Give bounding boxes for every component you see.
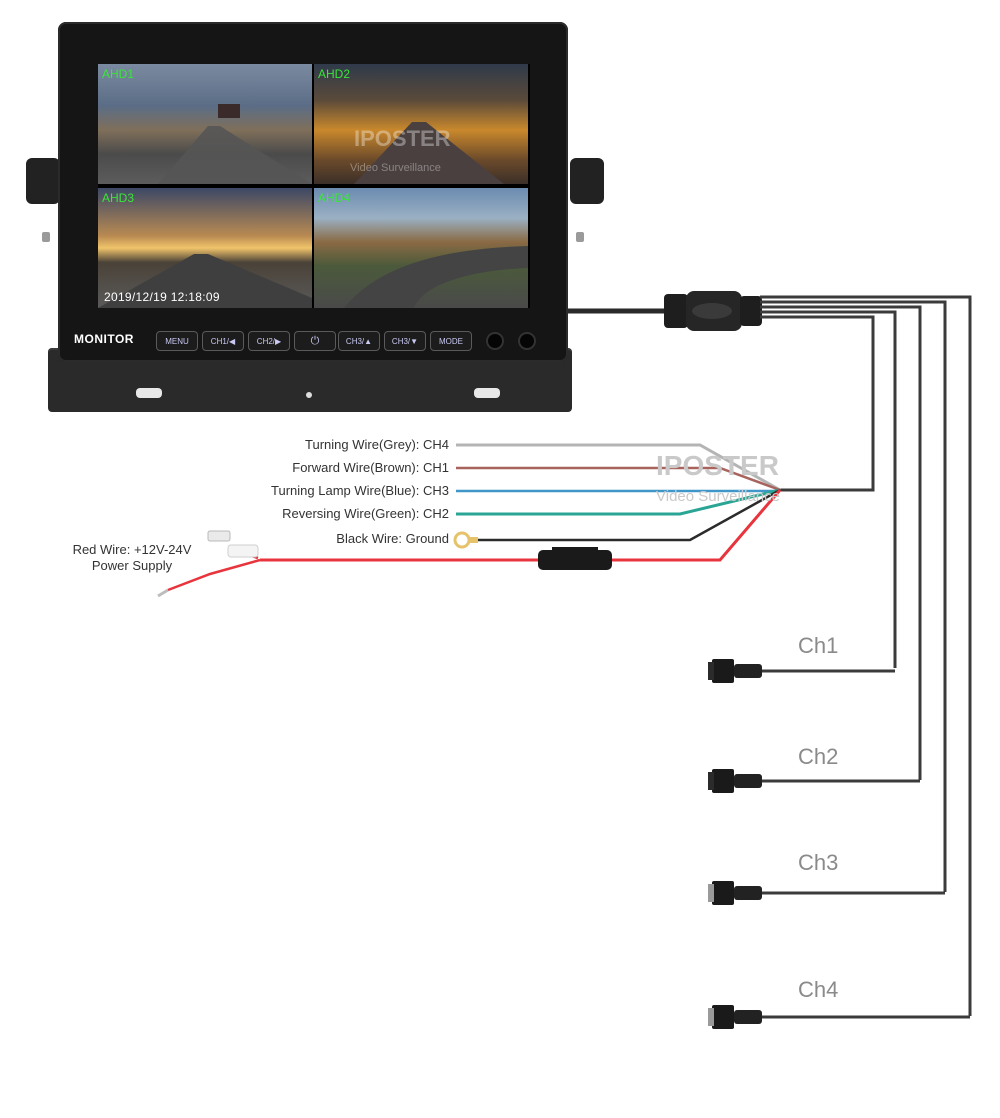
ch3-down-button[interactable]: CH3/▼ <box>384 331 426 351</box>
channel-label-ch2: Ch2 <box>798 744 839 769</box>
camera-connector-icon <box>708 769 762 793</box>
panel-label: AHD3 <box>102 191 135 205</box>
camera-connector-icon <box>708 881 762 905</box>
watermark-tagline: Video Surveillance <box>656 488 780 505</box>
power-terminal-icon <box>157 530 259 598</box>
mount-knob-left <box>26 158 60 204</box>
wire-black <box>476 488 781 542</box>
panel-label: AHD2 <box>318 67 351 81</box>
panel-label: AHD1 <box>102 67 135 81</box>
channel-label-ch4: Ch4 <box>798 977 839 1002</box>
wire-label-brown: Forward Wire(Brown): CH1 <box>292 460 449 475</box>
power-label: Red Wire: +12V-24V Power Supply <box>62 542 202 574</box>
wire-brown <box>456 466 781 492</box>
screw-icon <box>42 232 50 242</box>
ch1-left-button[interactable]: CH1/◀ <box>202 331 244 351</box>
wire-grey <box>456 443 781 492</box>
mode-button[interactable]: MODE <box>430 331 472 351</box>
watermark-tagline: Video Surveillance <box>350 162 441 174</box>
camera-view-3: AHD3 2019/12/19 12:18:09 <box>98 188 312 308</box>
camera-connector-icon <box>708 1005 762 1029</box>
wire-green <box>456 488 781 516</box>
menu-button[interactable]: MENU <box>156 331 198 351</box>
ch2-right-button[interactable]: CH2/▶ <box>248 331 290 351</box>
monitor-button-bar: MONITOR MENU CH1/◀ CH2/▶ ⏻ CH3/▲ CH3/▼ M… <box>70 330 550 352</box>
camera-view-1: AHD1 <box>98 64 312 184</box>
power-button[interactable]: ⏻ <box>294 331 336 351</box>
ir-sensor-icon <box>488 334 502 348</box>
speaker-icon <box>520 334 534 348</box>
power-label-line1: Red Wire: +12V-24V <box>72 542 192 557</box>
ring-terminal-icon <box>453 531 478 549</box>
camera-connector-icon <box>708 659 762 683</box>
monitor-screen: AHD1 AHD2 IPOSTER Video Surveillance AHD… <box>98 64 530 308</box>
panel-label: AHD4 <box>318 191 351 205</box>
ch3-up-button[interactable]: CH3/▲ <box>338 331 380 351</box>
watermark-brand: IPOSTER <box>354 126 451 151</box>
mount-knob-right <box>570 158 604 204</box>
channel-label-ch1: Ch1 <box>798 633 839 658</box>
timestamp: 2019/12/19 12:18:09 <box>104 290 220 304</box>
channel-label-ch3: Ch3 <box>798 850 839 875</box>
wire-label-blue: Turning Lamp Wire(Blue): CH3 <box>271 483 449 498</box>
fuse-holder-icon <box>538 547 612 570</box>
wire-label-black: Black Wire: Ground <box>336 531 449 546</box>
camera-view-2: AHD2 IPOSTER Video Surveillance <box>314 64 528 184</box>
screw-icon <box>576 232 584 242</box>
monitor-badge: MONITOR <box>74 332 134 346</box>
watermark-brand: IPOSTER <box>656 450 779 481</box>
camera-view-4: AHD4 <box>314 188 528 308</box>
connector-plug-icon <box>664 291 762 331</box>
wire-label-grey: Turning Wire(Grey): CH4 <box>305 437 449 452</box>
power-label-line2: Power Supply <box>91 558 173 573</box>
wire-label-green: Reversing Wire(Green): CH2 <box>282 506 449 521</box>
wire-red <box>260 489 782 562</box>
